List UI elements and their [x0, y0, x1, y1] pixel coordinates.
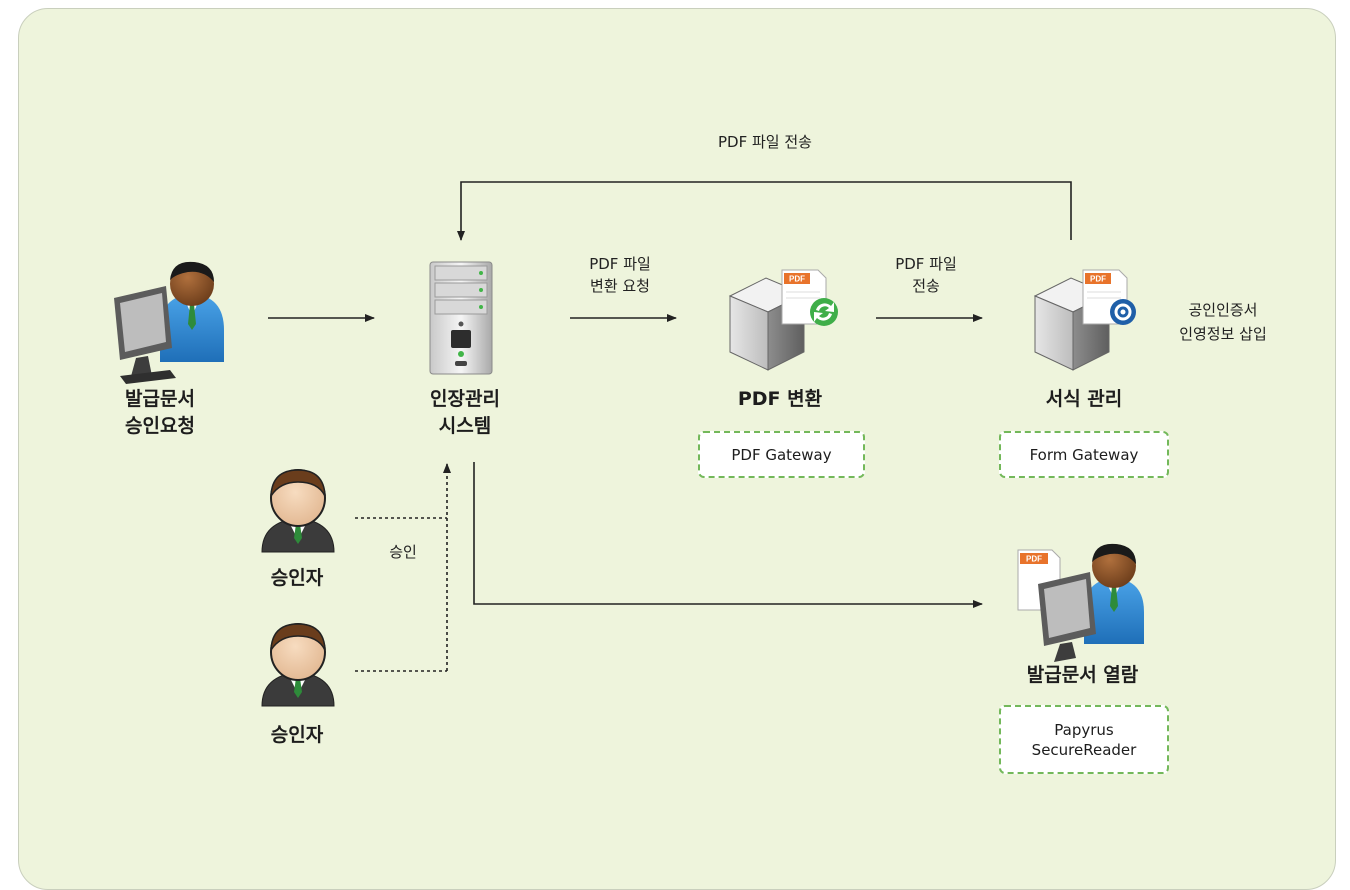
- server-tower-icon: [429, 261, 493, 375]
- edge-approvers-to-system: [355, 463, 451, 672]
- edge-system-to-viewer: [473, 462, 983, 608]
- badge-form-gateway: Form Gateway: [999, 431, 1169, 478]
- edge-form-return-to-system: [457, 181, 1072, 241]
- node-label-approver-1: 승인자: [270, 567, 324, 589]
- approver-person-icon: [261, 469, 335, 553]
- edge-label-convert-request: PDF 파일 변환 요청: [589, 255, 651, 295]
- node-label-seal-system: 인장관리 시스템: [430, 388, 500, 437]
- user-with-pdf-icon: PDF: [1017, 543, 1144, 662]
- pdf-tag-label: PDF: [789, 275, 805, 284]
- node-label-pdf-convert: PDF 변환: [737, 388, 823, 410]
- user-at-computer-icon: [114, 261, 224, 384]
- node-label-requester: 발급문서 승인요청: [125, 388, 195, 437]
- edge-label-top-return: PDF 파일 전송: [718, 133, 812, 151]
- flow-diagram: PDF PDF: [114, 181, 1144, 707]
- edge-label-approve: 승인: [389, 543, 417, 561]
- edge-label-file-send: PDF 파일 전송: [895, 255, 957, 295]
- node-note-form-manage: 공인인증서 인영정보 삽입: [1179, 301, 1267, 343]
- pdf-settings-server-icon: PDF: [1033, 269, 1136, 371]
- badge-papyrus-securereader: Papyrus SecureReader: [999, 705, 1169, 774]
- badge-pdf-gateway: PDF Gateway: [698, 431, 865, 478]
- approver-person-icon: [261, 623, 335, 707]
- pdf-convert-server-icon: PDF: [728, 269, 838, 371]
- node-label-viewer: 발급문서 열람: [1026, 664, 1139, 686]
- node-label-form-manage: 서식 관리: [1045, 388, 1123, 410]
- pdf-tag-label: PDF: [1090, 275, 1106, 284]
- pdf-tag-label: PDF: [1026, 555, 1042, 564]
- node-label-approver-2: 승인자: [270, 724, 324, 746]
